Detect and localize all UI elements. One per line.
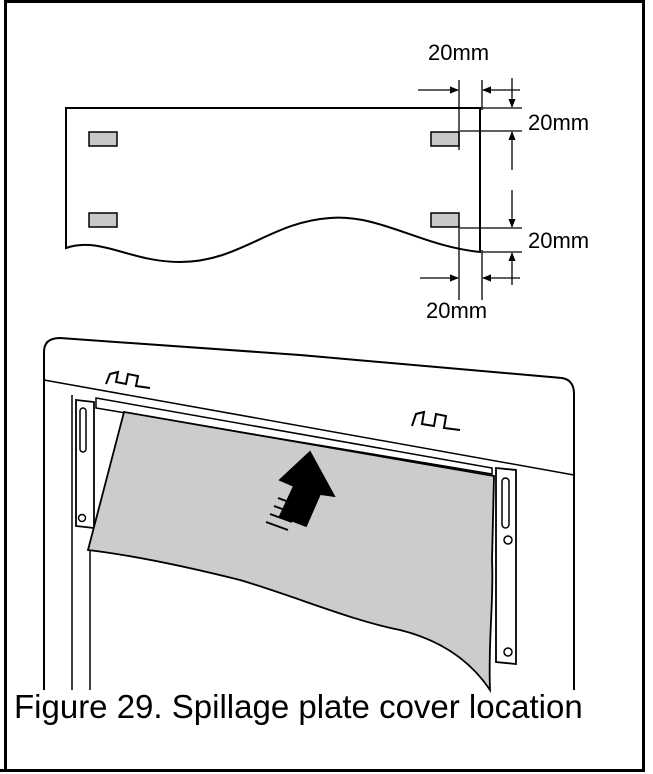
hook-left (105, 370, 151, 389)
figure-caption: Figure 29. Spillage plate cover location (14, 688, 583, 725)
tab-top-left (88, 131, 118, 147)
dim-bottom-vertical: 20mm (528, 228, 589, 253)
plate-outline (65, 107, 481, 264)
dim-bottom-horizontal: 20mm (426, 298, 487, 323)
spillage-plate-sheet (86, 410, 495, 694)
dim-top-horizontal: 20mm (428, 40, 489, 65)
dim-top-vertical: 20mm (528, 110, 589, 135)
insert-direction-arrow-icon (265, 450, 336, 531)
rail-right (495, 467, 517, 665)
tab-top-right (430, 131, 460, 147)
tab-bottom-right (430, 212, 460, 228)
tab-bottom-left (88, 212, 118, 228)
plate-slot (95, 397, 493, 475)
frame-corner-tick (0, 769, 8, 772)
hook-right (411, 410, 461, 431)
plate-detail (65, 107, 481, 264)
figure-frame (4, 0, 645, 772)
dimension-lines (418, 78, 522, 300)
frame-top-rule (4, 0, 645, 3)
